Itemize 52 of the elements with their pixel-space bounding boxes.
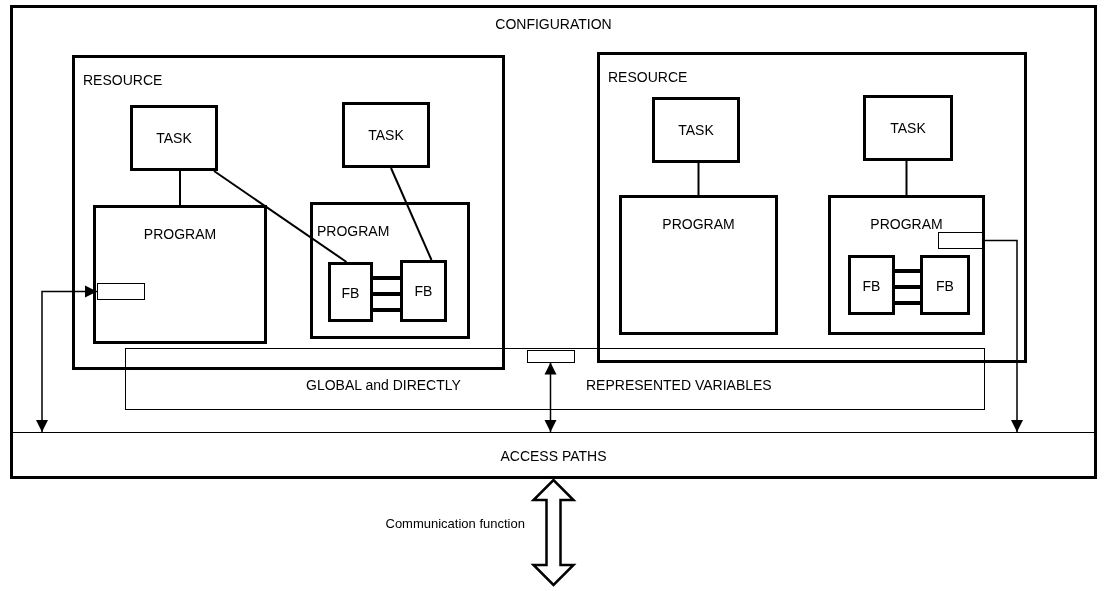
variable-box bbox=[938, 232, 985, 249]
box-heading: RESOURCE bbox=[83, 72, 163, 88]
function-block bbox=[328, 262, 373, 322]
connection-bar bbox=[895, 301, 920, 305]
box-label: ACCESS PATHS bbox=[499, 448, 608, 464]
task-box bbox=[130, 105, 218, 171]
arrow bbox=[984, 239, 1023, 433]
box-label: PROGRAM bbox=[869, 216, 944, 232]
connector-line bbox=[213, 170, 348, 263]
variable-box bbox=[97, 283, 145, 300]
connector-line bbox=[697, 162, 700, 196]
box-label: FB bbox=[340, 285, 361, 301]
double-arrow bbox=[530, 478, 577, 587]
box-label: FB bbox=[861, 278, 882, 294]
connector-line bbox=[390, 167, 433, 261]
resource-box bbox=[597, 52, 1027, 363]
arrow bbox=[544, 361, 557, 433]
connector-line bbox=[179, 170, 181, 206]
function-block bbox=[400, 260, 447, 322]
function-block bbox=[920, 255, 970, 315]
configuration-box bbox=[10, 5, 1097, 479]
connector-line bbox=[905, 160, 908, 196]
box-label: PROGRAM bbox=[661, 216, 736, 232]
variables-area bbox=[125, 348, 985, 410]
box-heading: RESOURCE bbox=[608, 69, 688, 85]
program-box bbox=[93, 205, 267, 344]
program-box bbox=[619, 195, 778, 335]
box-label: FB bbox=[413, 283, 434, 299]
box-heading: CONFIGURATION bbox=[494, 16, 613, 32]
function-block bbox=[848, 255, 895, 315]
program-box bbox=[828, 195, 985, 335]
task-box bbox=[863, 95, 953, 161]
task-box bbox=[652, 97, 740, 163]
box-label: REPRESENTED VARIABLES bbox=[586, 377, 772, 393]
box-label: FB bbox=[935, 278, 955, 294]
box-label: GLOBAL and DIRECTLY bbox=[306, 377, 461, 393]
variable-box bbox=[526, 349, 575, 363]
box-label: TASK bbox=[367, 127, 405, 143]
task-box bbox=[342, 102, 430, 168]
box-label: TASK bbox=[155, 130, 193, 146]
box-label: TASK bbox=[677, 122, 715, 138]
box-label: TASK bbox=[889, 120, 927, 136]
box-label: PROGRAM bbox=[317, 223, 390, 239]
connection-bar bbox=[373, 276, 400, 280]
connection-bar bbox=[373, 292, 400, 296]
connection-bar bbox=[895, 269, 920, 273]
connection-bar bbox=[895, 285, 920, 289]
arrow bbox=[36, 285, 98, 433]
box-label: PROGRAM bbox=[142, 226, 218, 242]
program-box bbox=[310, 202, 470, 339]
connection-bar bbox=[373, 308, 400, 312]
resource-box bbox=[72, 55, 505, 370]
